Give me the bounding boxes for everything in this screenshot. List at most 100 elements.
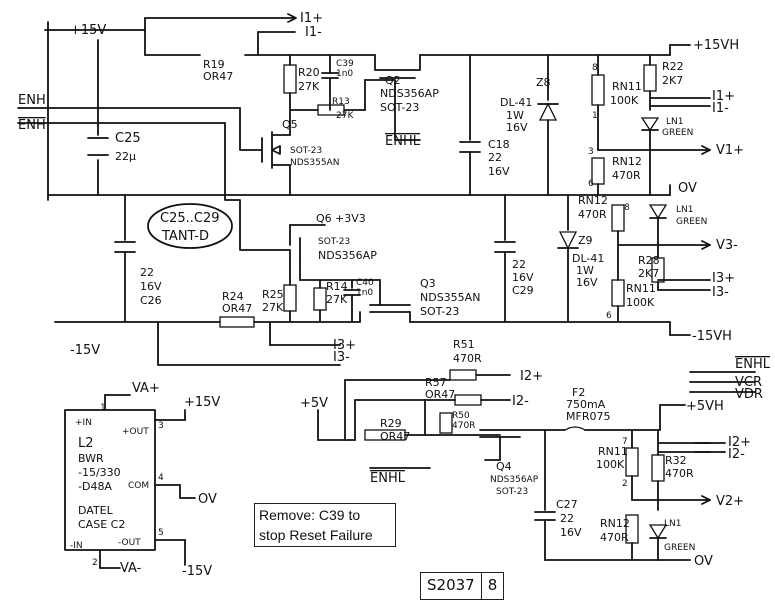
label-rn12cv: 470R — [600, 531, 629, 544]
label-p5v: +5V — [300, 396, 328, 411]
label-va-m: VA- — [120, 561, 142, 576]
label-va-p: VA+ — [132, 381, 160, 396]
label-c40v: 1n0 — [356, 288, 373, 298]
label-r19v: OR47 — [203, 70, 233, 83]
label-c39: C39 — [336, 59, 354, 69]
label-z8: Z8 — [536, 76, 551, 89]
label-enhl-right: ENHL — [735, 357, 771, 372]
label-r22: R22 — [662, 60, 684, 73]
label-q5p: SOT-23 — [290, 146, 322, 156]
label-q3p: SOT-23 — [420, 305, 459, 318]
label-i1p-top: I1+ — [300, 11, 323, 26]
label-i2m-mid: I2- — [512, 394, 529, 409]
label-r29v: OR47 — [380, 430, 410, 443]
label-q6p: SOT-23 — [318, 237, 350, 247]
label-ln1ac: GREEN — [662, 128, 693, 138]
label-q4p: SOT-23 — [496, 487, 528, 497]
label-q4t: NDS356AP — [490, 475, 539, 485]
label-r25v: 27K — [262, 301, 284, 314]
label-ln1cc: GREEN — [664, 543, 695, 553]
label-v3m: V3- — [716, 238, 738, 253]
label-r32v: 470R — [665, 467, 694, 480]
label-r51v: 470R — [453, 352, 482, 365]
label-vcr: VCR — [735, 375, 762, 390]
label-v1p: V1+ — [716, 143, 744, 158]
label-r20v: 27K — [298, 80, 320, 93]
label-i1p-right: I1+ — [712, 89, 735, 104]
label-r28: R28 — [638, 254, 660, 267]
label-q6: Q6 — [316, 212, 332, 225]
label-rn12bv: 470R — [578, 208, 607, 221]
label-p15v: +15V — [70, 23, 106, 38]
label-rn12a: RN12 — [612, 155, 642, 168]
label-l2-pout: +OUT — [122, 427, 149, 437]
label-r14: R14 — [326, 280, 348, 293]
labels: +15V I1+ I1- R19 OR47 R20 27K C39 1n0 R1… — [18, 11, 771, 579]
label-ln1c: LN1 — [664, 519, 681, 529]
label-tant-1: C25..C29 — [160, 211, 220, 226]
label-l2b: -15/330 — [78, 466, 121, 479]
label-z9: Z9 — [578, 234, 593, 247]
label-q5t: NDS355AN — [290, 158, 339, 168]
label-r57: R57 — [425, 376, 447, 389]
label-r13v: 27K — [336, 111, 354, 121]
label-c29: C29 — [512, 284, 534, 297]
label-pin-1-l2: 1 — [100, 403, 106, 413]
label-f2: F2 — [572, 386, 585, 399]
label-m15v: -15V — [70, 343, 100, 358]
label-ov-l2: OV — [198, 492, 217, 507]
label-q3: Q3 — [420, 277, 436, 290]
label-ov-top: OV — [678, 181, 697, 196]
label-i2p-mid: I2+ — [520, 369, 543, 384]
label-r19: R19 — [203, 58, 225, 71]
label-rn11a: RN11 — [612, 80, 642, 93]
label-pin-8b: 8 — [624, 203, 630, 213]
label-i3m-right: I3- — [712, 285, 729, 300]
label-r57v: OR47 — [425, 388, 455, 401]
label-ln1b: LN1 — [676, 205, 693, 215]
label-q6t: NDS356AP — [318, 249, 377, 262]
label-r13: R13 — [332, 97, 350, 107]
wires-top — [17, 13, 711, 251]
label-q2p: SOT-23 — [380, 101, 419, 114]
label-i2p-right: I2+ — [728, 435, 751, 450]
label-q4: Q4 — [496, 460, 512, 473]
label-l2-min: -IN — [70, 541, 83, 551]
label-c27v: 22 — [560, 512, 574, 525]
label-i1m-top: I1- — [305, 25, 322, 40]
label-z9t: DL-41 — [572, 252, 604, 265]
label-c18r: 16V — [488, 165, 510, 178]
label-m15vh: -15VH — [692, 329, 732, 344]
label-l2-mout: -OUT — [118, 538, 141, 548]
label-r20: R20 — [298, 66, 320, 79]
label-r28v: 2K7 — [638, 267, 659, 280]
label-p3v3: +3V3 — [335, 212, 366, 225]
label-c29r: 16V — [512, 271, 534, 284]
label-l2c: -D48A — [78, 480, 112, 493]
label-ov-bot: OV — [694, 554, 713, 569]
label-rn11c: RN11 — [598, 445, 628, 458]
wires-bottom — [317, 369, 756, 561]
label-l2-pin: +IN — [75, 418, 92, 428]
label-rn11av: 100K — [610, 94, 639, 107]
label-c25: C25 — [115, 131, 141, 146]
wires-middle — [54, 194, 711, 366]
label-m15v-l2: -15V — [182, 564, 212, 579]
label-c39v: 1n0 — [336, 69, 353, 79]
label-rn11b: RN11 — [626, 282, 656, 295]
label-pin-4-l2: 4 — [158, 473, 164, 483]
label-enhl-bot: ENHL — [370, 471, 406, 486]
dcdc-converter — [64, 394, 196, 569]
label-vdr: VDR — [735, 387, 763, 402]
label-c26r: 16V — [140, 280, 162, 293]
label-q2t: NDS356AP — [380, 87, 439, 100]
label-pin-6b: 6 — [606, 311, 612, 321]
label-pin-3a: 3 — [588, 147, 594, 157]
label-rn11bv: 100K — [626, 296, 655, 309]
label-r29: R29 — [380, 417, 402, 430]
label-l2d: DATEL — [78, 504, 114, 517]
label-pin-5-l2: 5 — [158, 528, 164, 538]
label-enhl-top: ENHL — [385, 134, 421, 149]
label-r32: R32 — [665, 454, 687, 467]
